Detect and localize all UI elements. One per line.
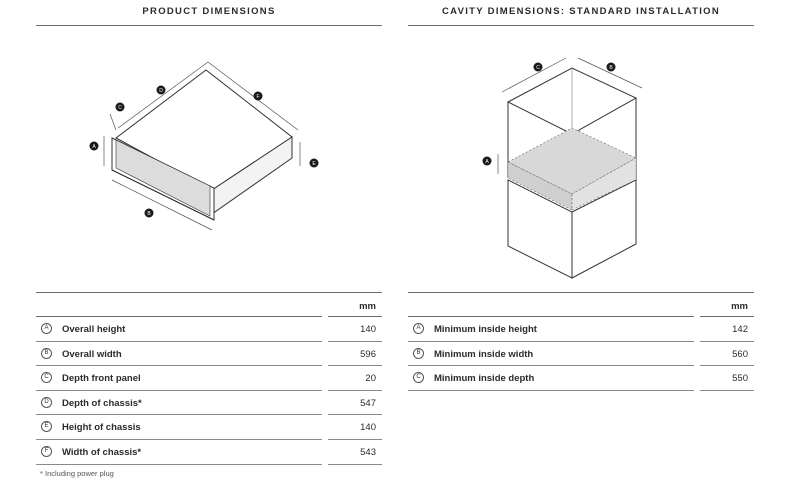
marker-c: C (115, 102, 125, 112)
table-top-rule (408, 292, 754, 293)
unit-label: mm (731, 301, 748, 312)
svg-text:A: A (92, 144, 96, 150)
table-row: B Minimum inside width 560 (408, 342, 754, 367)
svg-text:C: C (536, 65, 540, 71)
row-label: Depth of chassis* (62, 397, 142, 409)
table-row: E Height of chassis 140 (36, 415, 382, 440)
marker-b: B (606, 62, 616, 72)
marker-e: E (309, 158, 319, 168)
marker-b: B (144, 208, 154, 218)
badge-c: C (413, 372, 424, 384)
title-divider (408, 25, 754, 26)
svg-text:E: E (312, 161, 316, 167)
row-label: Minimum inside height (434, 324, 537, 335)
svg-text:F: F (256, 94, 259, 100)
product-diagram: A B C D E (36, 30, 382, 280)
product-drawing: A B C D E (89, 61, 319, 231)
badge-a: A (41, 323, 52, 334)
diagram-markers: A B C (482, 62, 616, 166)
badge-c: C (41, 372, 52, 384)
diagram-markers: A B C D E (89, 85, 319, 218)
cavity-dimensions-table: mm A Minimum inside height 142 B Minimum… (408, 292, 754, 391)
row-value: 547 (360, 397, 376, 409)
svg-text:D: D (159, 88, 163, 94)
row-label: Minimum inside width (434, 348, 534, 360)
table-row: C Depth front panel 20 (36, 366, 382, 391)
badge-d: D (41, 396, 52, 408)
row-value: 560 (732, 348, 748, 360)
row-label: Depth front panel (62, 373, 141, 385)
row-value: 142 (732, 324, 748, 335)
row-label: Width of chassis* (62, 446, 142, 458)
section-title: CAVITY DIMENSIONS: STANDARD INSTALLATION (441, 6, 721, 17)
svg-text:C: C (118, 105, 122, 111)
svg-text:B: B (609, 65, 613, 71)
table-row: C Minimum inside depth 550 (408, 366, 754, 391)
marker-a: A (482, 156, 492, 166)
product-dimensions-table: mm A Overall height 140 B Overall width … (36, 292, 382, 465)
title-divider (36, 25, 382, 26)
row-value: 543 (360, 446, 376, 458)
row-label: Overall width (62, 348, 122, 360)
cavity-drawing: A B C (482, 57, 643, 279)
badge-f: F (41, 445, 52, 457)
table-row: A Overall height 140 (36, 317, 382, 342)
row-value: 550 (732, 373, 748, 385)
marker-d: D (156, 85, 166, 95)
badge-b: B (413, 347, 424, 359)
cavity-diagram: A B C (408, 30, 754, 280)
row-label: Height of chassis (62, 422, 141, 434)
unit-header-row: mm (408, 293, 754, 317)
table-row: B Overall width 596 (36, 342, 382, 367)
row-label: Minimum inside depth (434, 373, 535, 385)
marker-a: A (89, 141, 99, 151)
row-value: 20 (365, 373, 376, 385)
marker-f: F (253, 91, 263, 101)
svg-text:A: A (485, 159, 489, 165)
table-row: D Depth of chassis* 547 (36, 391, 382, 416)
row-value: 596 (360, 348, 376, 360)
badge-e: E (41, 421, 52, 433)
table-top-rule (36, 292, 382, 293)
footnote: * Including power plug (40, 469, 114, 478)
svg-text:B: B (147, 211, 151, 217)
row-value: 140 (360, 324, 376, 335)
table-row: F Width of chassis* 543 (36, 440, 382, 465)
unit-label: mm (359, 301, 376, 312)
marker-c: C (533, 62, 543, 72)
table-row: A Minimum inside height 142 (408, 317, 754, 342)
badge-b: B (41, 347, 52, 359)
row-label: Overall height (62, 324, 126, 335)
badge-a: A (413, 323, 424, 334)
section-title: PRODUCT DIMENSIONS (142, 6, 276, 17)
row-value: 140 (360, 422, 376, 434)
unit-header-row: mm (36, 293, 382, 317)
